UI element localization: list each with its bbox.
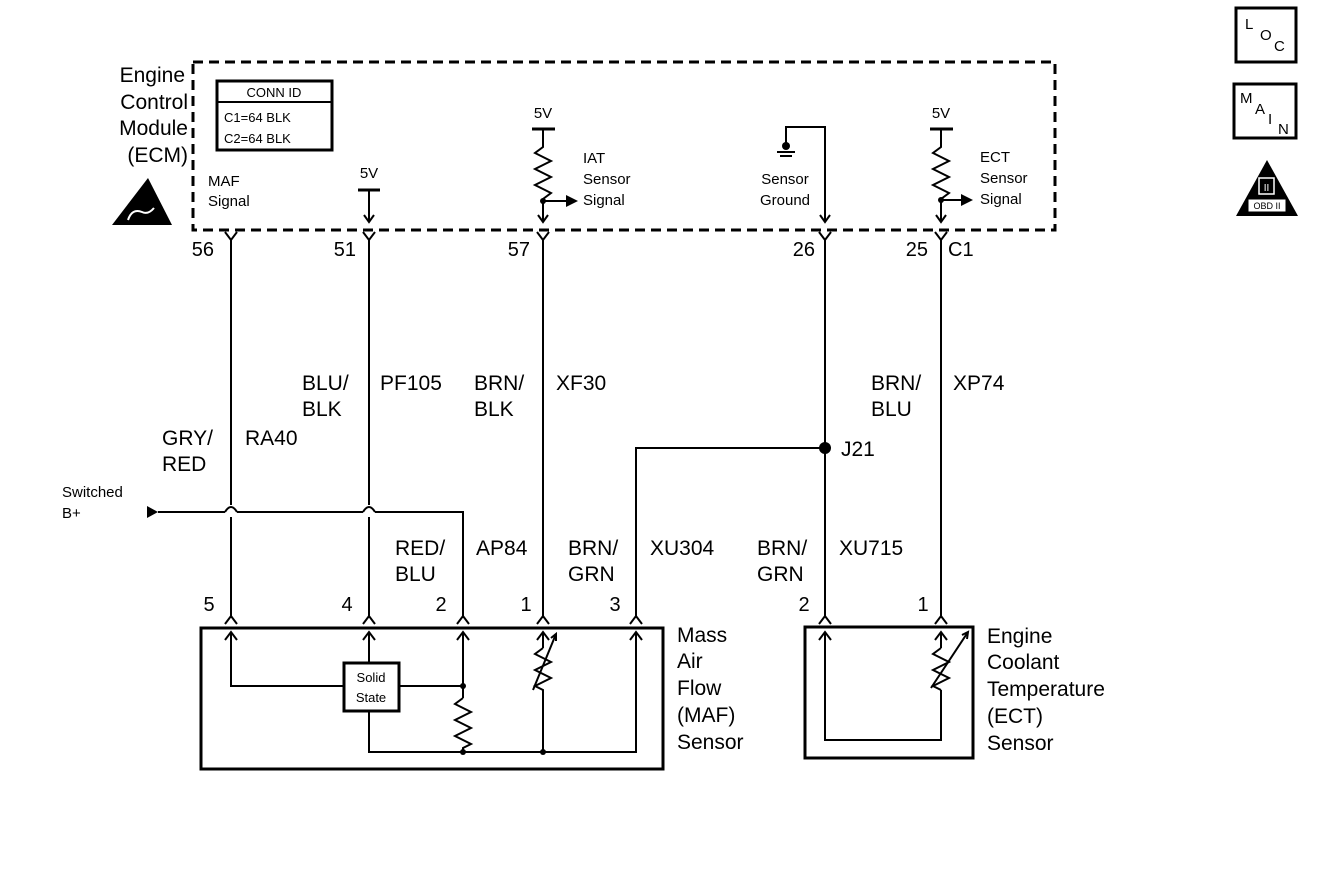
wire-color: RED xyxy=(162,453,206,476)
sensor-ground-label: Ground xyxy=(760,192,810,209)
conn-id-line: C1=64 BLK xyxy=(224,110,291,125)
maf-sensor-name: Mass Air Flow (MAF) Sensor xyxy=(677,624,744,754)
circuit-number: PF105 xyxy=(380,372,442,395)
main-letter: N xyxy=(1278,121,1289,138)
ect-label: Signal xyxy=(980,191,1022,208)
conn-id-box: CONN ID C1=64 BLK C2=64 BLK xyxy=(215,79,334,152)
v5-label: 5V xyxy=(360,165,378,182)
ect-name-line: Sensor xyxy=(987,732,1054,755)
solid-state-label: Solid xyxy=(357,670,386,685)
wire-color: GRN xyxy=(757,563,804,586)
ecm-boundary xyxy=(191,60,1057,232)
circuit-number: XP74 xyxy=(953,372,1005,395)
circuit-number: XF30 xyxy=(556,372,606,395)
wire-color: BLU xyxy=(871,398,912,421)
wire-color: BLK xyxy=(302,398,342,421)
circuit-number: XU304 xyxy=(650,537,715,560)
pin-number: 26 xyxy=(793,239,815,261)
ect-label: ECT xyxy=(980,149,1010,166)
pullup-resistor xyxy=(532,129,554,222)
pin-number: 51 xyxy=(334,239,356,261)
pin-number: 3 xyxy=(609,594,620,616)
main-letter: A xyxy=(1255,101,1265,118)
wire-color: RED/ xyxy=(395,537,445,560)
switched-label: Switched xyxy=(62,484,123,501)
esd-warning-icon xyxy=(112,178,172,225)
maf-name-line: Flow xyxy=(677,677,722,700)
ground-icon xyxy=(782,142,790,150)
maf-signal-label: MAF xyxy=(208,173,240,190)
ect-label: Sensor xyxy=(980,170,1028,187)
connector-id: C1 xyxy=(948,239,974,261)
sensor-ground-label: Sensor xyxy=(761,171,809,188)
main-letter: I xyxy=(1268,111,1272,128)
solid-state-module xyxy=(342,661,401,713)
wires xyxy=(158,240,942,618)
pin-number: 4 xyxy=(341,594,352,616)
wire-color: BLU/ xyxy=(302,372,349,395)
wire-color: BRN/ xyxy=(757,537,807,560)
obd-badge[interactable]: II OBD II xyxy=(1236,160,1298,216)
ect-name-line: Coolant xyxy=(987,651,1060,674)
wire-color: BRN/ xyxy=(568,537,618,560)
maf-name-line: Air xyxy=(677,650,703,673)
ecm-title-line: (ECM) xyxy=(127,144,188,167)
conn-id-title: CONN ID xyxy=(247,85,302,100)
switched-arrow-icon xyxy=(147,506,158,518)
circuit-number: AP84 xyxy=(476,537,528,560)
pin-number: 57 xyxy=(508,239,530,261)
heater-resistor xyxy=(452,697,474,752)
main-letter: M xyxy=(1240,90,1253,107)
maf-name-line: (MAF) xyxy=(677,704,735,727)
wire-color: BLK xyxy=(474,398,514,421)
maf-sensor: Solid State xyxy=(199,626,665,771)
ect-name-line: (ECT) xyxy=(987,705,1043,728)
loc-letter: O xyxy=(1260,27,1272,44)
v5-label: 5V xyxy=(534,105,552,122)
pin-number: 1 xyxy=(520,594,531,616)
obd-mark: II xyxy=(1264,183,1270,194)
maf-name-line: Mass xyxy=(677,624,727,647)
ect-name-line: Temperature xyxy=(987,678,1105,701)
circuit-number: RA40 xyxy=(245,427,298,450)
v5-label: 5V xyxy=(932,105,950,122)
pin-number: 1 xyxy=(917,594,928,616)
obd-label: OBD II xyxy=(1253,201,1280,211)
maf-name-line: Sensor xyxy=(677,731,744,754)
wire-color: BRN/ xyxy=(871,372,921,395)
iat-label: Sensor xyxy=(583,171,631,188)
splice-j21 xyxy=(819,442,831,454)
pin-number: 5 xyxy=(203,594,214,616)
main-badge[interactable]: M A I N xyxy=(1232,82,1298,140)
wire-color: BRN/ xyxy=(474,372,524,395)
iat-label: IAT xyxy=(583,150,605,167)
conn-id-line: C2=64 BLK xyxy=(224,131,291,146)
iat-label: Signal xyxy=(583,192,625,209)
pin-number: 25 xyxy=(906,239,928,261)
wire-color: GRY/ xyxy=(162,427,213,450)
wire-color: BLU xyxy=(395,563,436,586)
pin-number: 56 xyxy=(192,239,214,261)
circuit-number: XU715 xyxy=(839,537,903,560)
ecm-title-line: Module xyxy=(119,117,188,140)
loc-letter: C xyxy=(1274,38,1285,55)
ect-sensor-name: Engine Coolant Temperature (ECT) Sensor xyxy=(987,625,1105,755)
ect-sensor xyxy=(803,625,975,760)
wire-color: GRN xyxy=(568,563,615,586)
pin-number: 2 xyxy=(435,594,446,616)
solid-state-label: State xyxy=(356,690,386,705)
ecm-title-line: Control xyxy=(120,91,188,114)
pullup-resistor xyxy=(930,129,952,222)
loc-letter: L xyxy=(1245,16,1253,33)
ecm-title: Engine Control Module (ECM) xyxy=(119,64,188,167)
ecm-title-line: Engine xyxy=(120,64,185,87)
switched-label: B+ xyxy=(62,505,81,522)
maf-signal-label: Signal xyxy=(208,193,250,210)
pin-number: 2 xyxy=(798,594,809,616)
loc-badge[interactable]: L O C xyxy=(1234,6,1298,64)
splice-label: J21 xyxy=(841,438,875,461)
ect-name-line: Engine xyxy=(987,625,1052,648)
